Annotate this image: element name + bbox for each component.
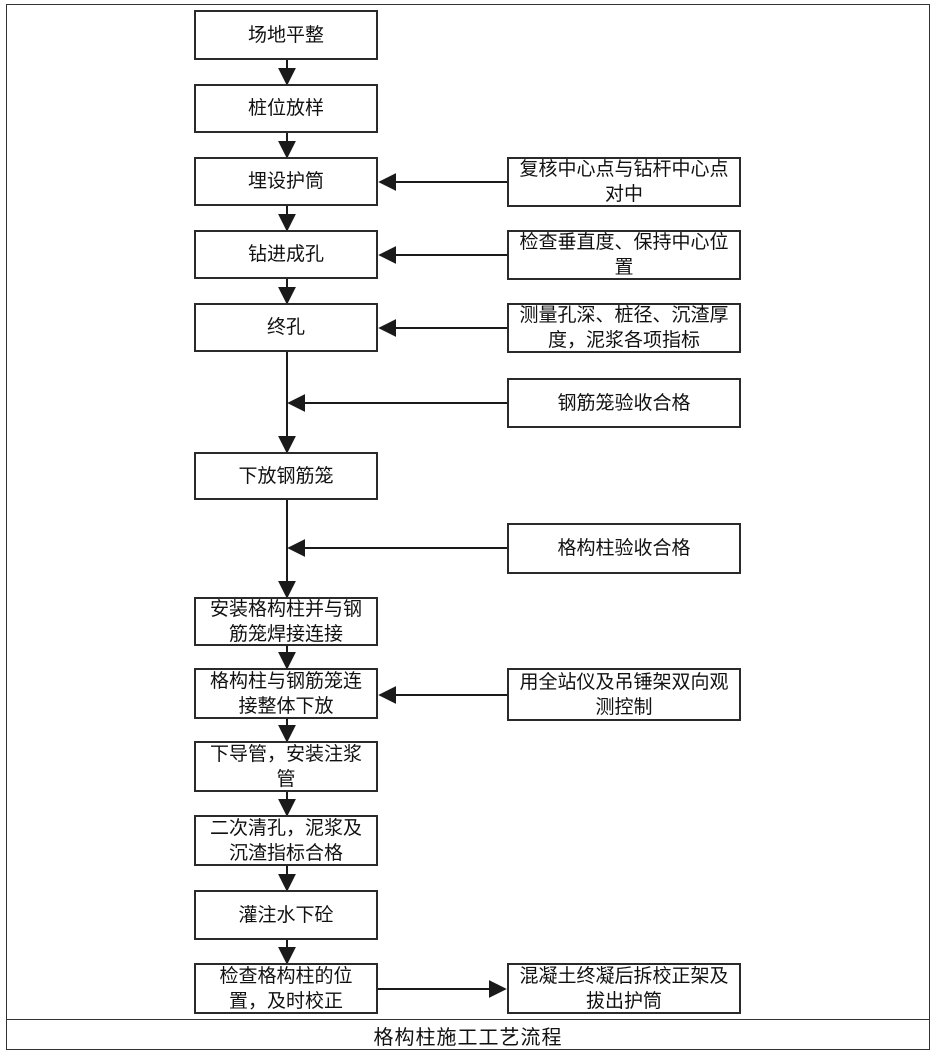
step-label: 终孔 [266,316,305,338]
note-column-acceptance: 格构柱验收合格 [507,523,741,574]
note-cage-acceptance: 钢筋笼验收合格 [507,378,741,428]
step-label: 二次清孔，泥浆及沉渣指标合格 [209,816,362,864]
step-label: 下放钢筋笼 [238,464,334,487]
step-install-lattice-column: 安装格构柱并与钢筋笼焊接连接 [194,597,378,646]
step-label: 检查格构柱的位置，及时校正 [219,964,353,1012]
step-label: 钻进成孔 [247,243,324,265]
note-label: 复核中心点与钻杆中心点对中 [519,158,729,205]
caption-divider [6,1019,930,1020]
note-label: 混凝土终凝后拆校正架及拔出护筒 [519,964,729,1012]
note-label: 钢筋笼验收合格 [557,391,691,414]
step-lower-assembly: 格构柱与钢筋笼连接整体下放 [194,668,378,719]
step-install-pipes: 下导管，安装注浆管 [194,741,378,792]
note-label: 格构柱验收合格 [557,537,691,559]
note-center-check: 复核中心点与钻杆中心点对中 [507,157,741,207]
step-pour-concrete: 灌注水下砼 [194,890,378,940]
step-site-leveling: 场地平整 [194,10,378,60]
step-lower-cage: 下放钢筋笼 [194,452,378,500]
step-drilling: 钻进成孔 [194,230,378,279]
step-check-position: 检查格构柱的位置，及时校正 [194,963,378,1014]
step-label: 安装格构柱并与钢筋笼焊接连接 [209,597,362,645]
step-label: 格构柱与钢筋笼连接整体下放 [209,669,362,717]
step-label: 灌注水下砼 [238,903,334,926]
diagram-frame [6,4,930,1050]
step-label: 场地平整 [247,23,324,46]
step-casing-install: 埋设护筒 [194,157,378,206]
step-second-cleaning: 二次清孔，泥浆及沉渣指标合格 [194,815,378,866]
note-total-station-control: 用全站仪及吊锤架双向观测控制 [507,668,741,721]
diagram-caption: 格构柱施工工艺流程 [373,1024,563,1049]
step-pile-layout: 桩位放样 [194,84,378,133]
note-label: 用全站仪及吊锤架双向观测控制 [519,670,729,718]
step-label: 桩位放样 [247,97,324,119]
note-label: 检查垂直度、保持中心位置 [519,231,729,278]
note-verticality-check: 检查垂直度、保持中心位置 [507,230,741,280]
step-final-hole: 终孔 [194,303,378,352]
step-label: 下导管，安装注浆管 [209,742,362,790]
step-label: 埋设护筒 [247,170,324,192]
note-hole-measurement: 测量孔深、桩径、沉渣厚度，泥浆各项指标 [507,303,741,353]
note-label: 测量孔深、桩径、沉渣厚度，泥浆各项指标 [519,304,729,351]
note-remove-frame: 混凝土终凝后拆校正架及拔出护筒 [507,963,741,1014]
